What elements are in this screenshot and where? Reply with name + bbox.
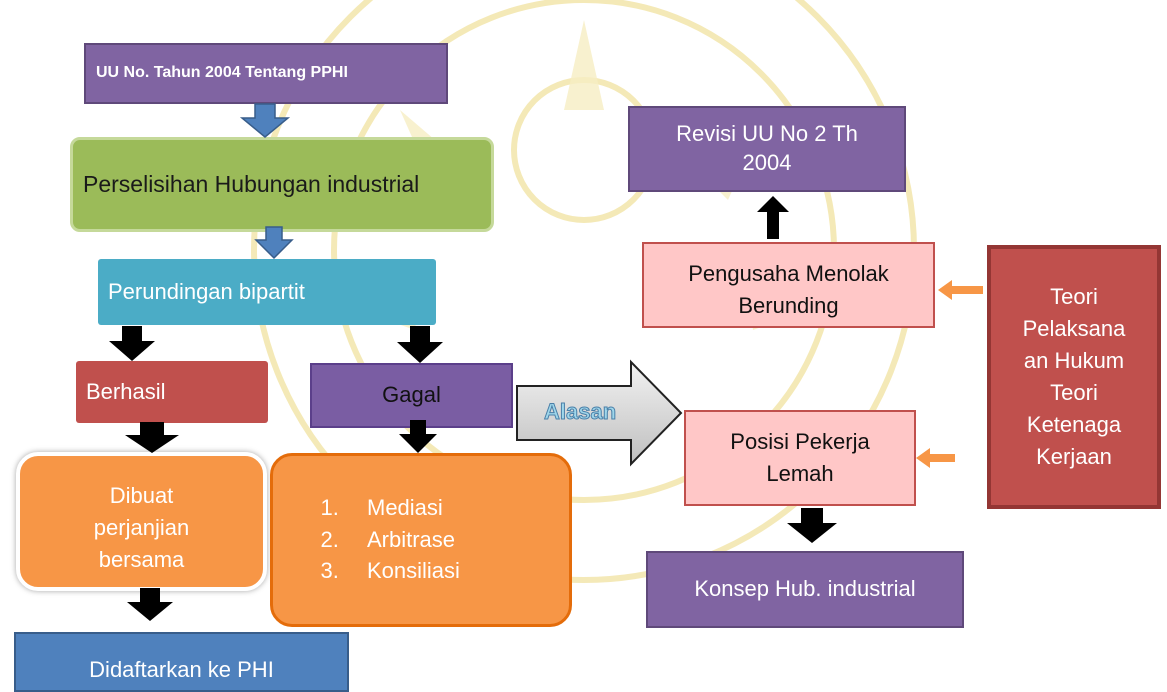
pengusaha-label: Pengusaha Menolak Berunding (688, 261, 889, 318)
arrow-down-black-icon (125, 422, 179, 453)
uu-box: UU No. Tahun 2004 Tentang PPHI (84, 43, 448, 104)
berhasil-label: Berhasil (86, 378, 166, 404)
didaftarkan-label: Didaftarkan ke PHI (89, 657, 274, 682)
konsep-box: Konsep Hub. industrial (646, 551, 964, 628)
bipartit-box: Perundingan bipartit (98, 259, 436, 325)
konsep-label: Konsep Hub. industrial (694, 576, 916, 602)
option-item: Arbitrase (345, 526, 460, 555)
option-item: Konsiliasi (345, 557, 460, 586)
didaftarkan-box: Didaftarkan ke PHI (14, 632, 349, 692)
arrow-down-blue-icon (254, 226, 294, 260)
arrow-left-orange-icon (938, 280, 983, 300)
perselisihan-label: Perselisihan Hubungan industrial (83, 170, 420, 197)
revisi-label: Revisi UU No 2 Th 2004 (676, 121, 858, 175)
posisi-label: Posisi Pekerja Lemah (730, 429, 870, 486)
perselisihan-box: Perselisihan Hubungan industrial (70, 137, 494, 232)
arrow-down-black-icon (127, 588, 173, 621)
revisi-box: Revisi UU No 2 Th 2004 (628, 106, 906, 192)
arrow-down-black-icon (787, 508, 837, 543)
arrow-down-blue-icon (239, 103, 291, 138)
pengusaha-box: Pengusaha Menolak Berunding (642, 242, 935, 328)
teori-box: Teori Pelaksana an Hukum Teori Ketenaga … (987, 245, 1161, 509)
uu-label: UU No. Tahun 2004 Tentang PPHI (96, 64, 348, 82)
alasan-label: Alasan (543, 399, 617, 425)
bipartit-label: Perundingan bipartit (108, 278, 305, 304)
options-list: Mediasi Arbitrase Konsiliasi (273, 491, 460, 589)
option-item: Mediasi (345, 494, 460, 523)
arrow-down-black-icon (397, 326, 443, 363)
perjanjian-label: Dibuat perjanjian bersama (93, 483, 190, 572)
posisi-box: Posisi Pekerja Lemah (684, 410, 916, 506)
teori-label: Teori Pelaksana an Hukum Teori Ketenaga … (1022, 284, 1126, 469)
arrow-down-black-icon (109, 326, 155, 361)
gagal-box: Gagal (310, 363, 513, 428)
perjanjian-box: Dibuat perjanjian bersama (16, 452, 267, 591)
alasan-arrow-icon (516, 359, 683, 467)
arrow-left-orange-icon (916, 448, 955, 468)
arrow-down-black-icon (399, 420, 437, 453)
options-box: Mediasi Arbitrase Konsiliasi (270, 453, 572, 627)
gagal-label: Gagal (382, 382, 441, 408)
berhasil-box: Berhasil (76, 361, 268, 423)
arrow-up-black-icon (757, 196, 789, 239)
